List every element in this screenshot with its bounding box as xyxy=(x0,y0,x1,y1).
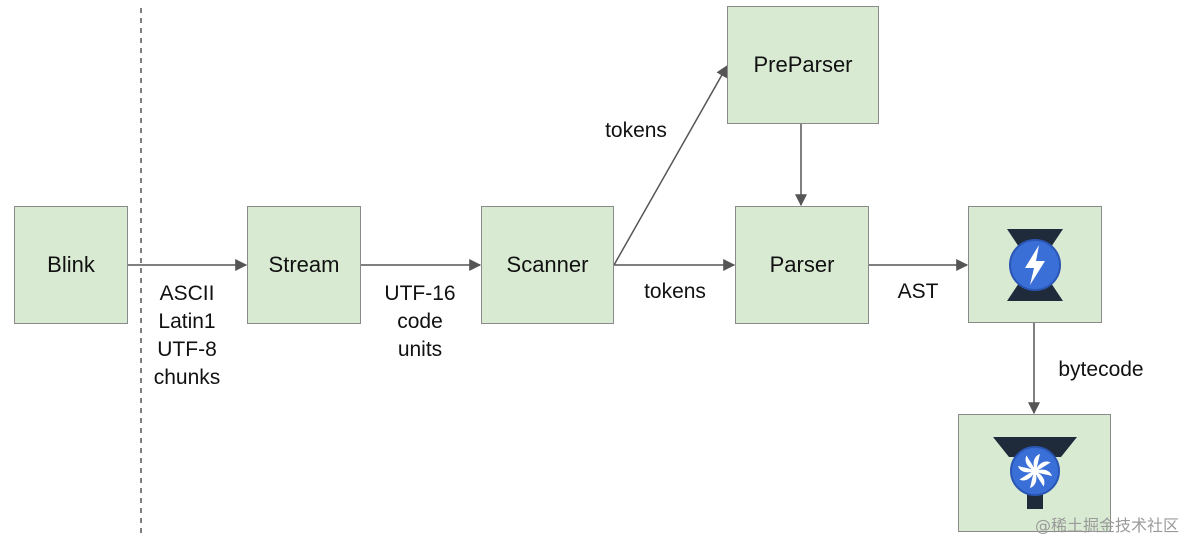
edge-label-stream-scanner: UTF-16 code units xyxy=(372,280,468,364)
edge-label-line: UTF-8 xyxy=(157,338,217,361)
node-blink: Blink xyxy=(14,206,128,324)
node-parser-label: Parser xyxy=(769,252,835,277)
node-interpreter xyxy=(968,206,1102,323)
node-compiler xyxy=(958,414,1111,532)
edge-label-interpreter-compiler: bytecode xyxy=(1058,358,1144,381)
node-scanner: Scanner xyxy=(481,206,614,324)
node-blink-label: Blink xyxy=(47,252,95,277)
watermark-text: @稀土掘金技术社区 xyxy=(1034,516,1179,535)
edge-label-line: units xyxy=(397,338,443,361)
edge-label-line: ASCII xyxy=(159,282,215,305)
node-preparser: PreParser xyxy=(727,6,879,124)
arrow-scanner-preparser xyxy=(613,64,728,266)
edge-label-line: code xyxy=(397,310,443,333)
node-stream-label: Stream xyxy=(268,252,340,277)
edge-label-scanner-parser: tokens xyxy=(644,280,706,303)
node-stream: Stream xyxy=(247,206,361,324)
ignition-logo-icon xyxy=(1007,228,1063,301)
edge-label-parser-interpreter: AST xyxy=(897,280,939,303)
edge-label-scanner-preparser: tokens xyxy=(605,119,667,142)
node-preparser-label: PreParser xyxy=(753,52,853,77)
edge-label-line: Latin1 xyxy=(158,310,216,333)
node-scanner-label: Scanner xyxy=(506,252,589,277)
edge-label-line: UTF-16 xyxy=(384,282,456,305)
edge-label-line: chunks xyxy=(153,366,221,389)
turbofan-logo-icon xyxy=(992,437,1077,509)
edge-label-blink-stream: ASCII Latin1 UTF-8 chunks xyxy=(140,280,234,392)
node-parser: Parser xyxy=(735,206,869,324)
